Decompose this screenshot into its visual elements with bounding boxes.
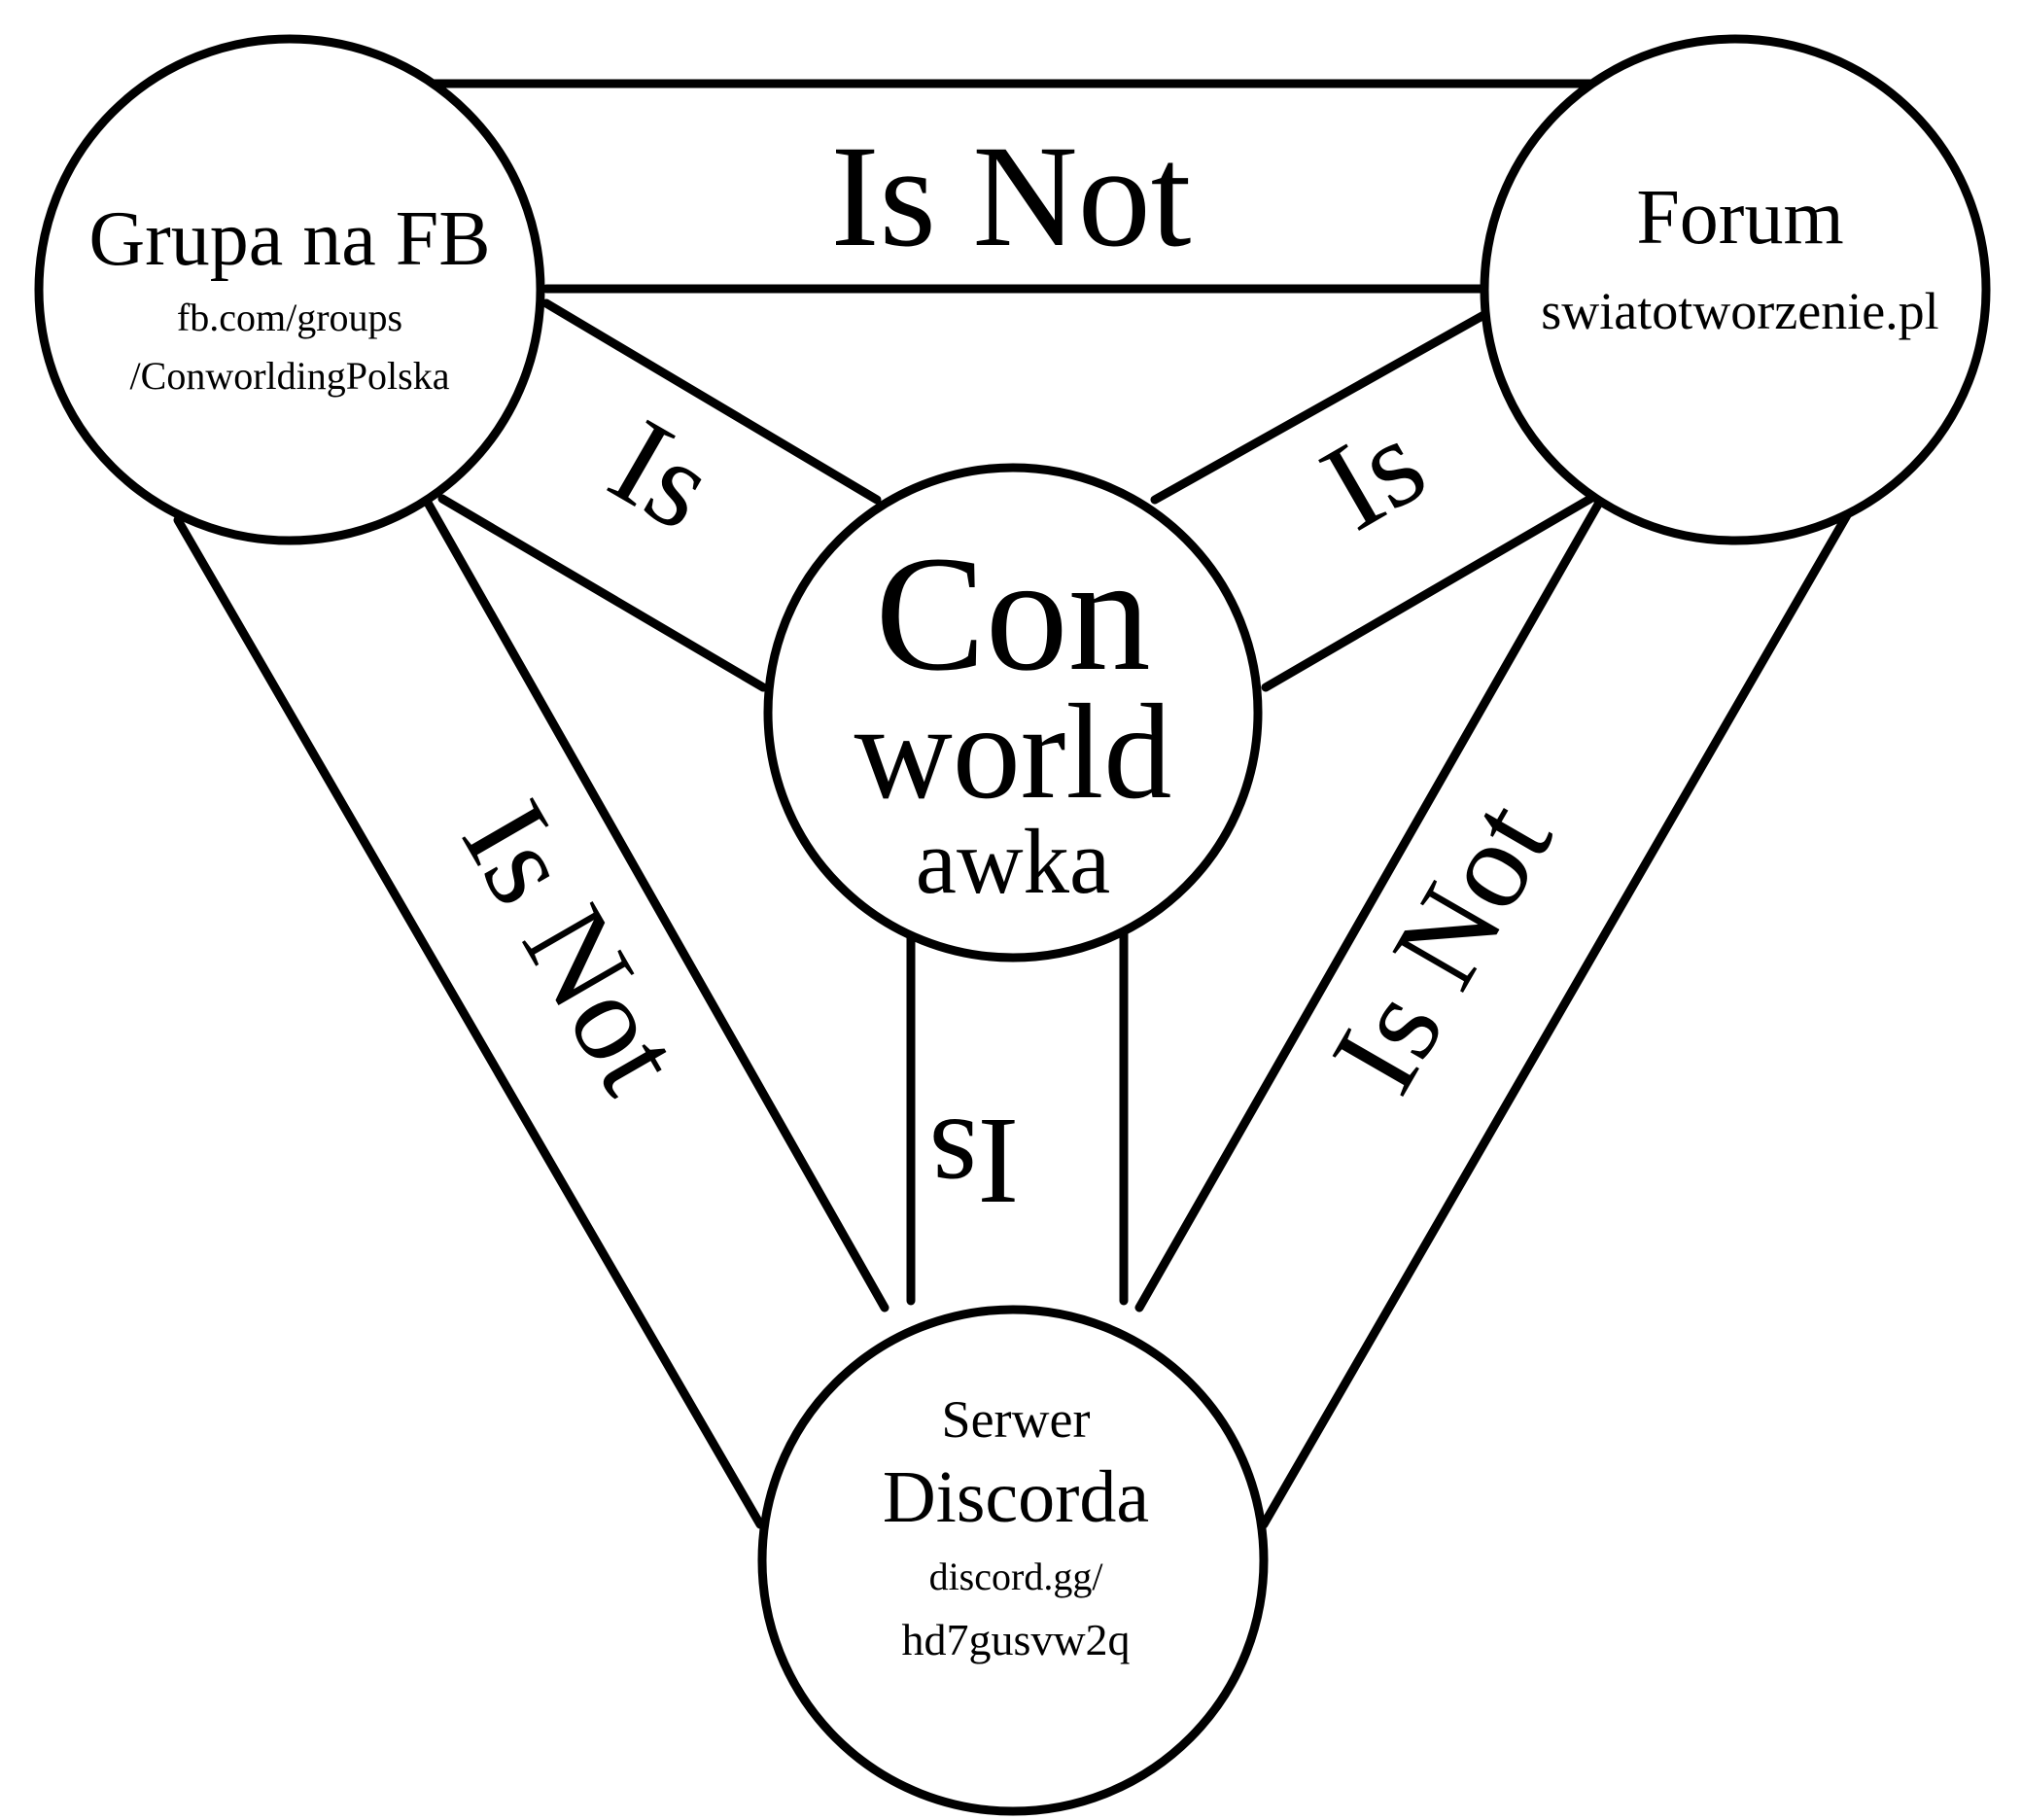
center-node-line1: Con [875,522,1150,705]
forum-node-title: Forum [1636,175,1843,261]
discord-node-circle [757,1305,1269,1816]
spoke-facebook-upper-line [541,298,882,505]
outer-bands [173,79,1852,1529]
facebook-node: Grupa na FB fb.com/groups /ConworldingPo… [88,196,490,398]
facebook-node-title: Grupa na FB [88,196,490,282]
discord-node-line1: Serwer [942,1390,1091,1449]
forum-node-link: swiatotworzenie.pl [1541,282,1938,340]
facebook-node-link-line1: fb.com/groups [177,296,402,339]
center-node-circle [763,463,1263,962]
spokes [437,298,1595,1306]
spoke-forum-upper-line [1150,308,1492,505]
left-band-outer-line [173,515,765,1529]
right-band-outer-line [1259,510,1852,1529]
discord-node-line2: Discorda [883,1456,1149,1538]
relation-labels: Is Not Is Not Is Not Is Is Is [436,116,1579,1231]
center-node-line3: awka [916,810,1110,913]
left-band-inner-line [423,498,889,1312]
relation-center-facebook-label: Is [589,392,736,556]
nodes [34,34,1991,1816]
relation-left-label: Is Not [436,779,710,1114]
relation-top-label: Is Not [831,116,1192,277]
relation-center-discord-label: Is [929,1093,1019,1231]
forum-node-circle [1480,34,1991,545]
facebook-node-link-line2: /ConworldingPolska [130,354,450,398]
facebook-node-circle [34,34,545,545]
forum-node: Forum swiatotworzenie.pl [1541,175,1938,340]
discord-node: Serwer Discorda discord.gg/ hd7gusvw2q [883,1390,1149,1664]
discord-node-link-line1: discord.gg/ [929,1555,1104,1598]
spoke-forum-lower-line [1261,494,1595,692]
center-node: Con world awka [854,522,1172,913]
right-band-inner-line [1134,498,1604,1312]
center-node-line2: world [854,677,1172,827]
discord-node-link-line2: hd7gusvw2q [901,1615,1130,1664]
spoke-facebook-lower-line [437,494,768,692]
relation-center-forum-label: Is [1300,392,1447,556]
